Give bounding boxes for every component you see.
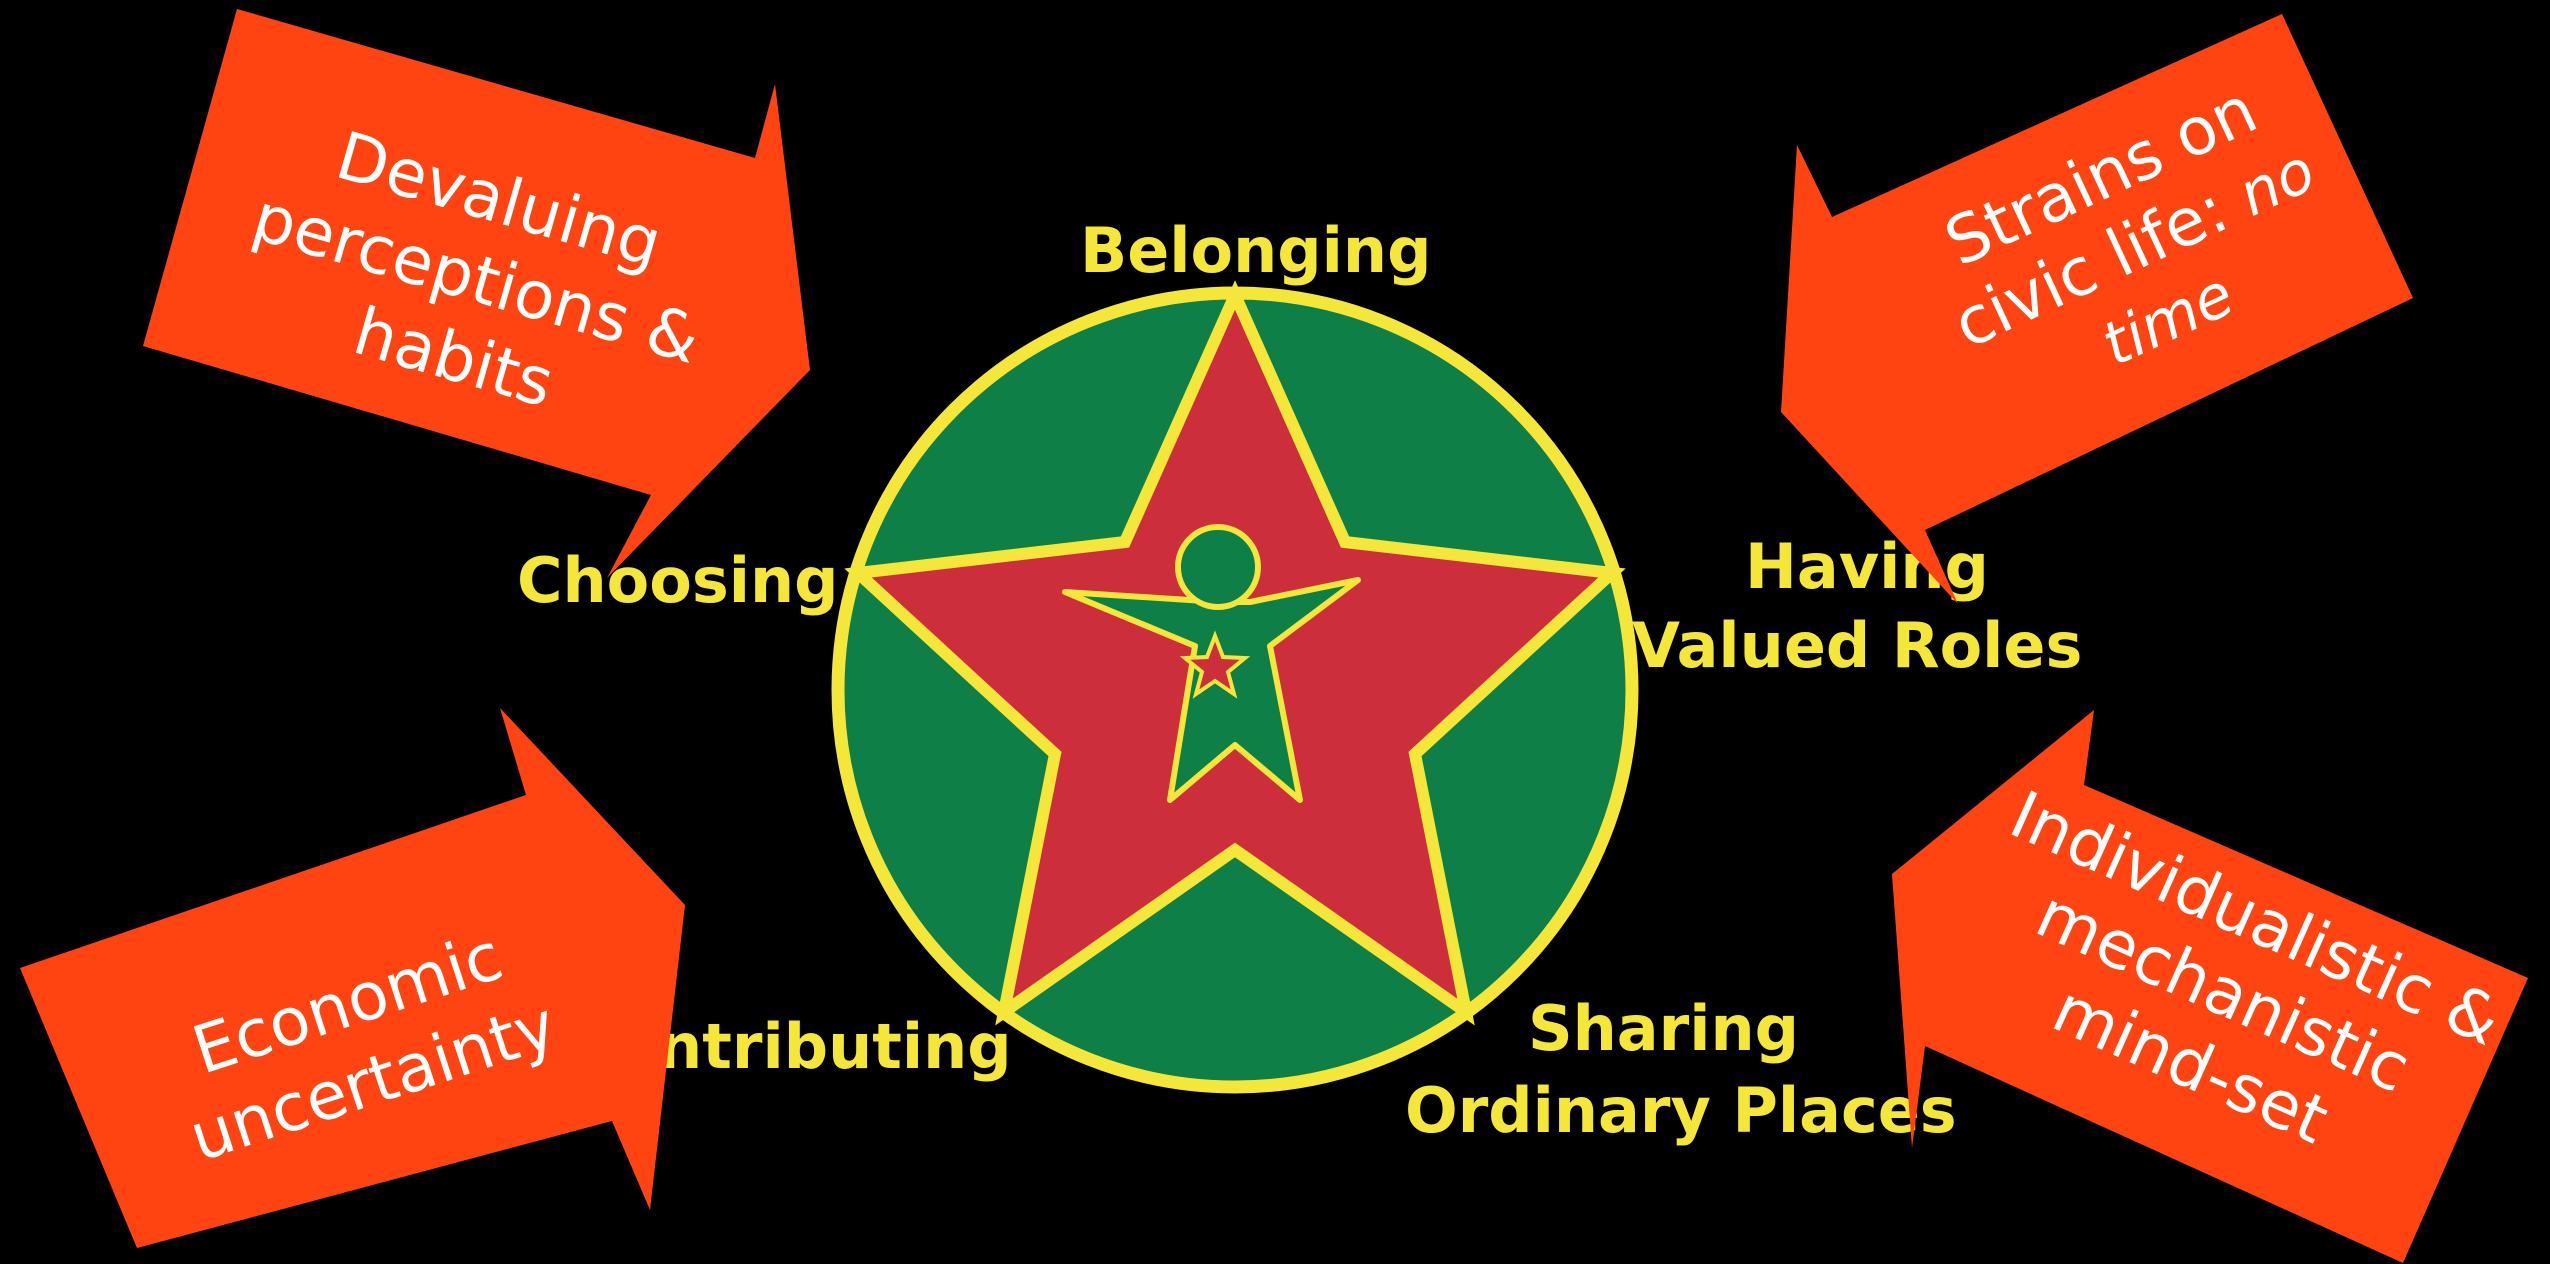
label-ordinary-places: Ordinary Places bbox=[1405, 1074, 1957, 1147]
label-belonging: Belonging bbox=[1080, 214, 1431, 287]
center-emblem bbox=[831, 280, 1639, 1094]
arrow-shape bbox=[143, 9, 810, 578]
label-valued-roles: Valued Roles bbox=[1632, 609, 2082, 682]
small-star-icon bbox=[1179, 630, 1251, 699]
label-sharing: Sharing bbox=[1528, 992, 1799, 1065]
label-choosing: Choosing bbox=[517, 544, 839, 617]
arrow-shape bbox=[1781, 14, 2413, 604]
arrow-shape bbox=[20, 708, 685, 1248]
person-figure-icon bbox=[1062, 524, 1361, 803]
arrow-shape bbox=[1892, 710, 2528, 1263]
arrow-devaluing-perceptions: Devaluing perceptions & habits bbox=[143, 9, 810, 578]
arrow-economic-uncertainty: Economic uncertainty bbox=[20, 708, 685, 1248]
